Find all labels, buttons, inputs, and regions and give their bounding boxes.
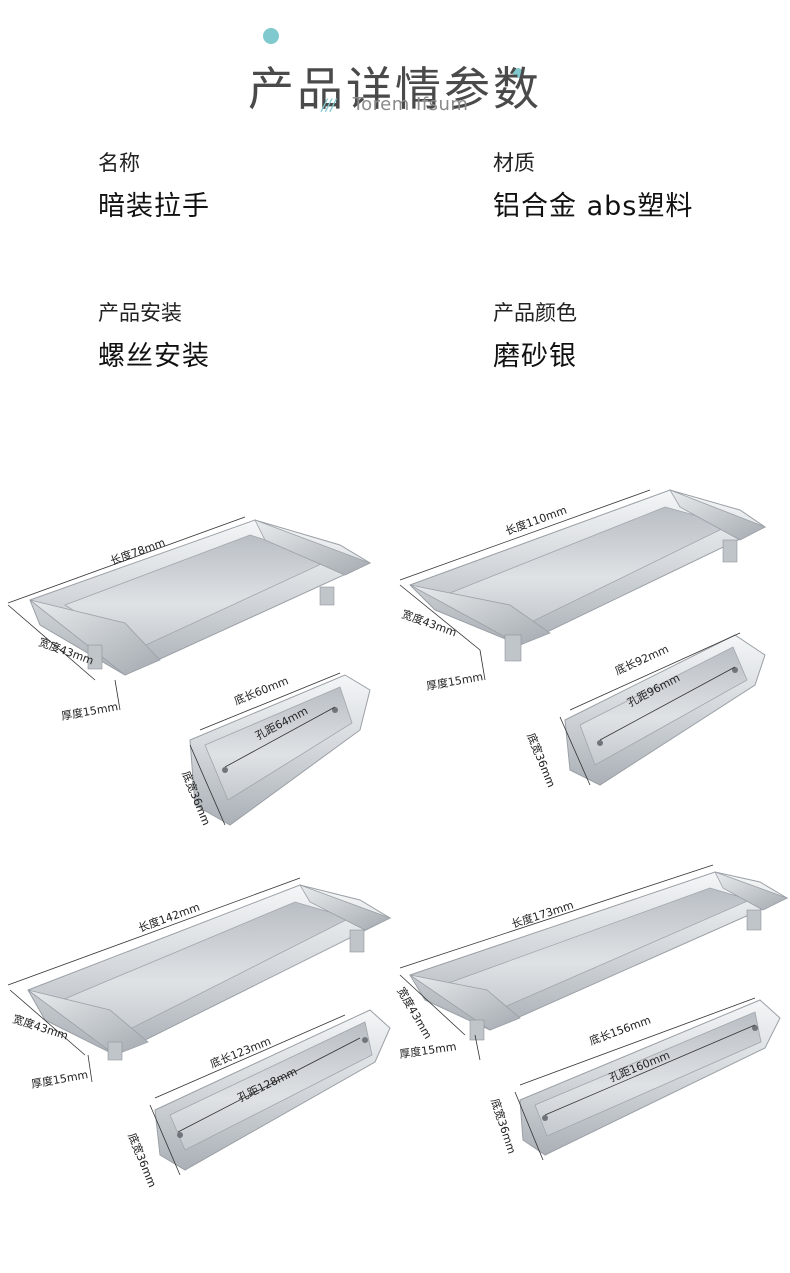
dim-thickness-line: [474, 1034, 481, 1061]
handle-body: [27, 884, 392, 1061]
dim-base-length-line: [569, 632, 741, 711]
dim-base-width-label: 底宽36mm: [524, 731, 558, 789]
handle-body: [409, 871, 789, 1041]
dim-thickness-label: 厚度15mm: [398, 1039, 457, 1061]
dim-base-width-label: 底宽36mm: [488, 1097, 519, 1156]
dim-width-line: [7, 604, 96, 681]
dim-base-width-line: [149, 1104, 181, 1176]
dim-base-length-line: [199, 672, 341, 731]
dim-thickness-label: 厚度15mm: [425, 669, 484, 693]
product-figure-4: 长度173mm 宽度43mm 厚度15mm 底长156mm 孔距160mm 底宽…: [395, 864, 789, 1161]
dim-thickness-label: 厚度15mm: [60, 699, 119, 723]
handle-body: [409, 489, 766, 662]
dim-base-width-line: [514, 1091, 544, 1161]
decor-dot-top: [263, 28, 279, 44]
dim-base-width-line: [559, 716, 591, 786]
dim-thickness-label: 厚度15mm: [30, 1067, 89, 1091]
spec-value-material: 铝合金 abs塑料: [493, 191, 694, 222]
dim-width-line: [9, 989, 86, 1056]
dim-thickness-line: [114, 679, 121, 711]
dim-hole-line: [224, 706, 336, 768]
handle-base: [519, 999, 781, 1156]
dim-length-line: [7, 877, 301, 986]
spec-value-install: 螺丝安装: [98, 341, 210, 372]
dim-base-width-line: [189, 744, 226, 826]
spec-label-color: 产品颜色: [493, 301, 577, 325]
dim-length-line: [399, 864, 714, 969]
handle-base: [154, 1009, 391, 1171]
product-figure-1: 长度78mm 宽度43mm 厚度15mm 底长60mm 孔距64mm 底宽36m…: [7, 516, 372, 827]
dim-base-length-line: [154, 1014, 346, 1099]
dim-base-length-label: 底长156mm: [587, 1013, 652, 1048]
product-figure-3: 长度142mm 宽度43mm 厚度15mm 底长123mm 孔距128mm 底宽…: [7, 877, 392, 1189]
spec-label-install: 产品安装: [98, 301, 182, 325]
dim-length-line: [7, 516, 246, 604]
page-title: 产品详情参数: [248, 61, 542, 116]
spec-value-name: 暗装拉手: [98, 191, 210, 222]
dim-base-length-line: [519, 997, 756, 1086]
dim-thickness-line: [479, 649, 486, 681]
spec-label-name: 名称: [98, 151, 140, 175]
dim-hole-line: [599, 666, 736, 741]
decor-dot-bottom: [513, 68, 523, 78]
dim-width-line: [399, 974, 466, 1036]
subtitle: Torem Ifsum: [352, 94, 469, 115]
handle-base: [564, 634, 766, 786]
subtitle-marks: ///: [321, 95, 336, 114]
dim-hole-line: [544, 1024, 756, 1116]
product-figure-2: 长度110mm 宽度43mm 厚度15mm 底长92mm 孔距96mm 底宽36…: [399, 489, 766, 789]
dim-length-line: [399, 489, 651, 581]
dim-hole-line: [177, 1037, 361, 1133]
subtitle-row: /// Torem Ifsum: [0, 94, 790, 115]
dim-base-width-label: 底宽36mm: [125, 1131, 159, 1189]
handle-body: [29, 519, 372, 676]
spec-label-material: 材质: [493, 151, 535, 175]
dim-thickness-line: [87, 1054, 93, 1083]
spec-value-color: 磨砂银: [493, 341, 577, 372]
dim-width-line: [399, 584, 481, 651]
